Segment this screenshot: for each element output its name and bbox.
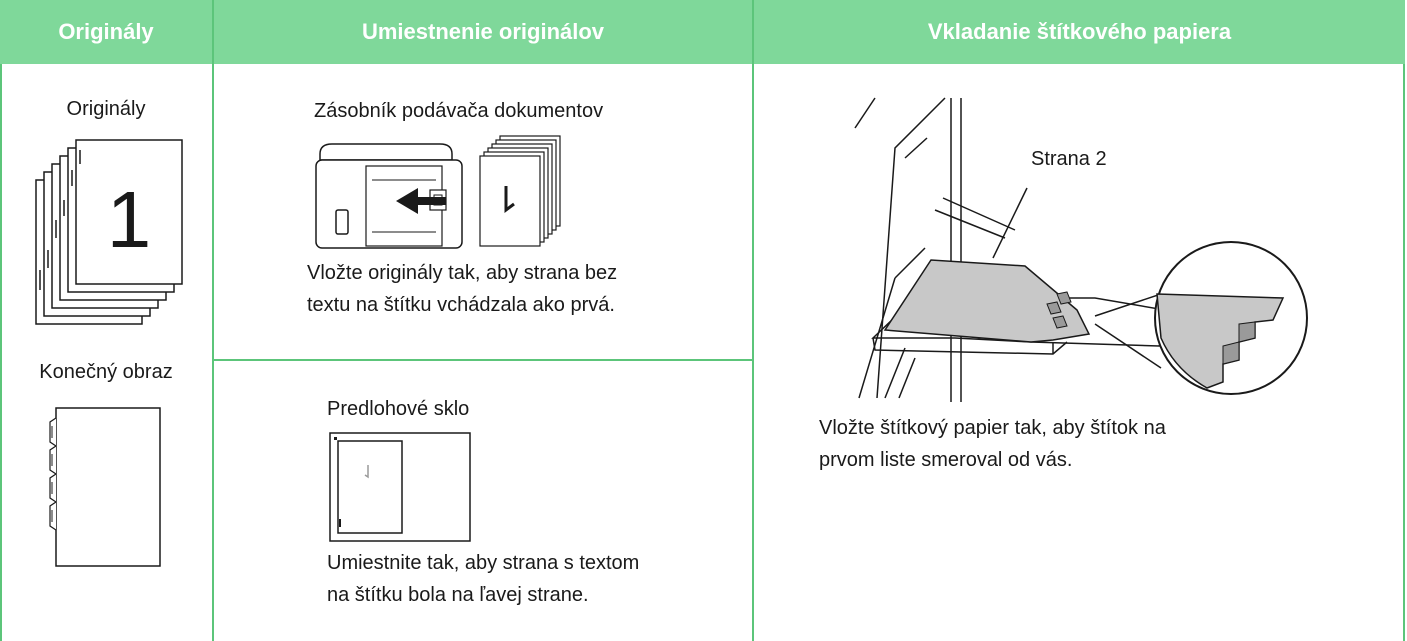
- tab-paper-instruction-line2: prvom liste smeroval od vás.: [819, 449, 1073, 471]
- originals-label: Originály: [66, 98, 146, 120]
- document-feeder-illustration: [315, 143, 463, 249]
- original-stack-illustration: [479, 135, 561, 247]
- header-originals: Originály: [0, 0, 212, 64]
- glass-instruction-line2: na štítku bola na ľavej strane.: [327, 584, 589, 606]
- arrow-left-icon: [396, 188, 446, 214]
- header-placement: Umiestnenie originálov: [214, 0, 752, 64]
- column-divider-1: [212, 0, 214, 641]
- row-divider: [214, 359, 752, 361]
- bypass-tray-illustration: [854, 97, 1308, 402]
- side-label: Strana 2: [1031, 148, 1107, 170]
- column-divider-2: [752, 0, 754, 641]
- originals-stack-illustration: [35, 139, 183, 325]
- tab-paper-instruction-line1: Vložte štítkový papier tak, aby štítok n…: [819, 417, 1166, 439]
- feeder-instruction-line2: textu na štítku vchádzala ako prvá.: [307, 294, 615, 316]
- final-image-illustration: [49, 407, 161, 567]
- glass-instruction-line1: Umiestnite tak, aby strana s textom: [327, 552, 640, 574]
- final-image-label: Konečný obraz: [39, 361, 173, 383]
- feeder-instruction-line1: Vložte originály tak, aby strana bez: [307, 262, 618, 284]
- header-tab-paper: Vkladanie štítkového papiera: [754, 0, 1405, 64]
- page-number: 1: [106, 175, 152, 264]
- header-divider-1: [212, 0, 214, 2]
- feeder-title: Zásobník podávača dokumentov: [314, 100, 604, 122]
- glass-title: Predlohové sklo: [327, 398, 470, 420]
- platen-glass-illustration: [329, 432, 471, 542]
